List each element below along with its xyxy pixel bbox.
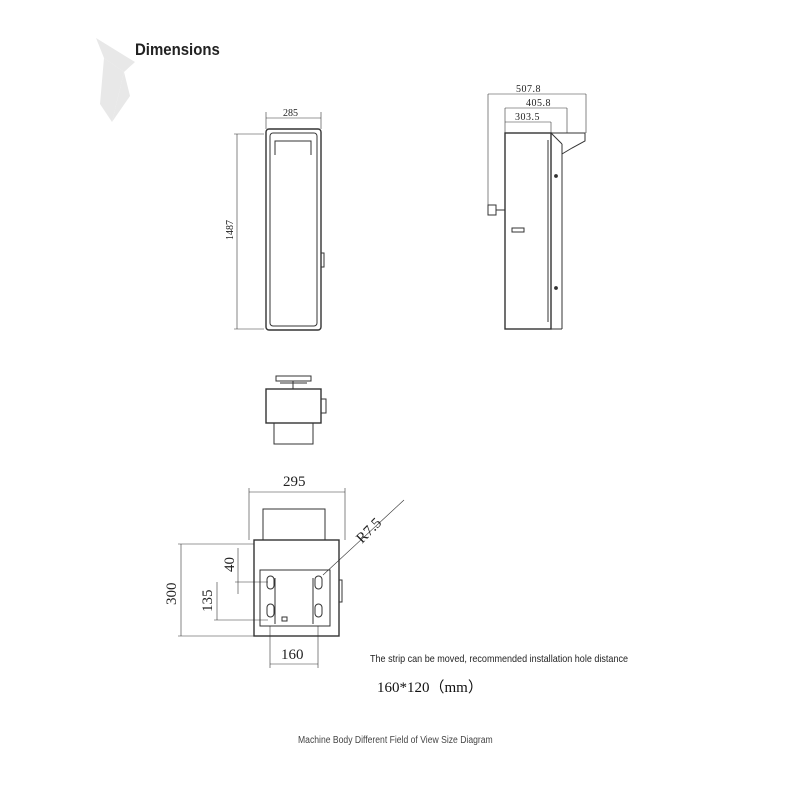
hole-offset-label: 40 (222, 557, 238, 572)
installation-note: The strip can be moved, recommended inst… (370, 653, 628, 665)
bottom-width-label: 160 (281, 647, 304, 663)
hole-distance: 160*120（mm） (377, 680, 483, 696)
page-title: Dimensions (135, 40, 220, 59)
logo-watermark (96, 38, 135, 122)
side-dim-2: 405.8 (526, 98, 551, 109)
mount-width-label: 295 (283, 474, 306, 490)
side-dim-1: 507.8 (516, 84, 541, 95)
top-view (265, 375, 327, 445)
hole-span-label: 135 (200, 590, 216, 613)
front-height-label: 1487 (225, 220, 236, 240)
front-width-label: 285 (283, 108, 298, 119)
side-dim-3: 303.5 (515, 112, 540, 123)
side-view (487, 93, 587, 330)
mount-view (178, 488, 405, 668)
mount-height-label: 300 (164, 583, 180, 606)
diagram-caption: Machine Body Different Field of View Siz… (298, 735, 493, 746)
front-view (234, 112, 325, 331)
